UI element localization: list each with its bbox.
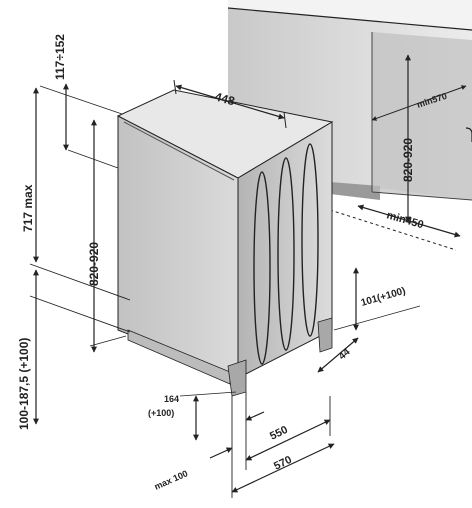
floor-line-2 (29, 295, 131, 333)
door-rail (123, 121, 235, 181)
side-plinth-ext (333, 305, 421, 331)
side-plinth-label: 101(+100) (360, 286, 407, 309)
side-rib-3 (301, 143, 319, 337)
front-plinth-label: 164 (164, 394, 179, 404)
top-gap-ext (39, 85, 123, 115)
rear-foot (317, 317, 333, 353)
cabinet-plinth (330, 182, 380, 200)
niche-width-label: min450 (385, 209, 425, 231)
side-rib-1 (253, 171, 271, 365)
niche-width-line (357, 204, 461, 238)
floor-line-3 (89, 335, 127, 347)
max-offset-line-2 (245, 411, 265, 421)
cabinet-niche-wall (372, 32, 472, 200)
floor-line-1 (29, 263, 131, 301)
body-height-label: 820-920 (87, 242, 101, 286)
niche-depth-line (371, 85, 467, 121)
dishwasher-appliance (116, 89, 334, 397)
side-offset-label: 44 (337, 346, 353, 362)
plinth-range-label: 100-187,5 (+100) (17, 338, 31, 430)
side-rib-2 (277, 157, 295, 351)
max-offset-line (209, 447, 233, 459)
depth-570-label: 570 (272, 454, 294, 473)
top-width-line (175, 84, 285, 120)
niche-floor-edge (371, 191, 472, 201)
max-offset-label: max 100 (153, 468, 190, 492)
top-width-label: 448 (213, 89, 236, 108)
total-height-label: 717 max (21, 184, 35, 232)
front-plinth-ext (179, 391, 237, 397)
depth-570-line (231, 443, 335, 493)
niche-height-label: 820-920 (401, 138, 415, 182)
front-plinth-extra-label: (+100) (148, 408, 174, 418)
side-offset-line (317, 337, 359, 373)
front-foot (227, 359, 247, 397)
cabinet-edge (227, 7, 472, 31)
cabinet-top (228, 0, 472, 30)
depth-550-label: 550 (268, 424, 290, 443)
body-height-ext (67, 149, 119, 169)
top-gap-label: 117÷152 (53, 34, 67, 80)
